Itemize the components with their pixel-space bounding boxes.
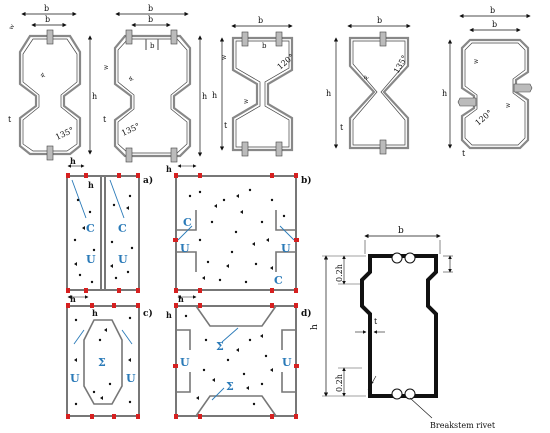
panel-a: C C U U h h a) [66,156,153,293]
h1-label-3: b [262,42,267,50]
section-4: b h w 135° t [326,16,411,155]
h2-label-b: h [166,164,172,174]
label-U-c1: U [70,372,80,385]
detail-rivet-label: Breakstem rivet [430,421,496,430]
h3-label-d: h [178,294,184,304]
section-5: b b h w w 120° t [442,6,533,158]
w1-label-2: w [103,64,110,70]
angle-label-4: 135° [392,54,409,75]
t-label-4: t [340,123,344,132]
panel-a-label: a) [143,175,153,186]
label-Sigma-d1: Σ [216,340,224,353]
panel-d: Σ Σ U U h h d) [166,294,312,419]
t-label-1: t [8,115,12,124]
h-label-3: h [212,91,217,100]
label-C-b1: C [183,216,192,229]
label-U-d1: U [180,356,190,369]
w1-label-5: w [473,58,480,64]
detail-b-label: b [398,226,404,236]
w1-label-1: w [8,22,17,31]
label-C-a2: C [118,222,127,235]
h2-label-d: h [166,310,172,320]
t-label-5: t [462,149,466,158]
panel-b: U U C C h b) [166,164,312,293]
label-C-b2: C [274,274,283,287]
h3-label-c: h [92,308,98,318]
t-label-2: t [103,115,107,124]
t-label-3: t [224,121,228,130]
w2-label-3: w [243,98,250,104]
w1-label-3: w [221,54,228,60]
w2-label-4: w [362,74,371,83]
section-1: b b h w w t 135° [8,4,97,161]
b1-label-1: b [45,15,50,24]
bw-label-3: b [258,16,263,25]
panel-c-label: c) [143,308,153,319]
angle-label-5: 120° [474,108,495,127]
panel-d-label: d) [301,308,312,319]
detail-t-label: t [374,317,378,326]
label-U-a2: U [118,253,128,266]
bf-label-2: b [148,4,153,13]
detail-section: b h 0.2h 0.2h t r Breakstem rivet [310,226,496,430]
h-label-4: h [326,89,331,98]
label-U-b2: U [281,242,291,255]
angle-label-2: 135° [120,122,141,138]
detail-h-label: h [310,324,320,330]
detail-top-0.2h: 0.2h [335,264,344,282]
h1-label-a: h [88,180,94,190]
h-label-2: h [202,92,207,101]
b1-label-5: b [492,20,497,29]
w2-label-1: w [38,72,47,81]
label-U-d2: U [282,356,292,369]
panel-b-label: b) [301,175,312,186]
section-3: b h b w w 120° t [212,16,296,157]
h2-label-a: h [70,156,76,166]
label-Sigma-c: Σ [98,356,106,369]
label-U-a1: U [86,253,96,266]
bl-label-4: b [377,16,382,25]
w2-label-2: w [126,75,135,84]
detail-r-label: r [367,376,376,385]
h2-label-c: h [70,294,76,304]
h-label-5: h [442,89,447,98]
label-C-a1: C [86,222,95,235]
label-Sigma-d2: Σ [226,380,234,393]
angle-label-1: 135° [54,126,75,142]
b1-label-2: b [148,15,153,24]
label-U-c2: U [126,372,136,385]
section-2: b b h b w w t 135° [103,4,207,163]
bf-label-5: b [490,6,495,15]
bf-label-1: b [44,4,49,13]
label-U-b1: U [180,242,190,255]
w2-label-5: w [505,102,512,108]
h-label-1: h [92,92,97,101]
panel-c: Σ U U h h c) [66,294,153,419]
detail-bot-0.2h: 0.2h [335,374,344,392]
h1-label-2: b [150,42,155,50]
